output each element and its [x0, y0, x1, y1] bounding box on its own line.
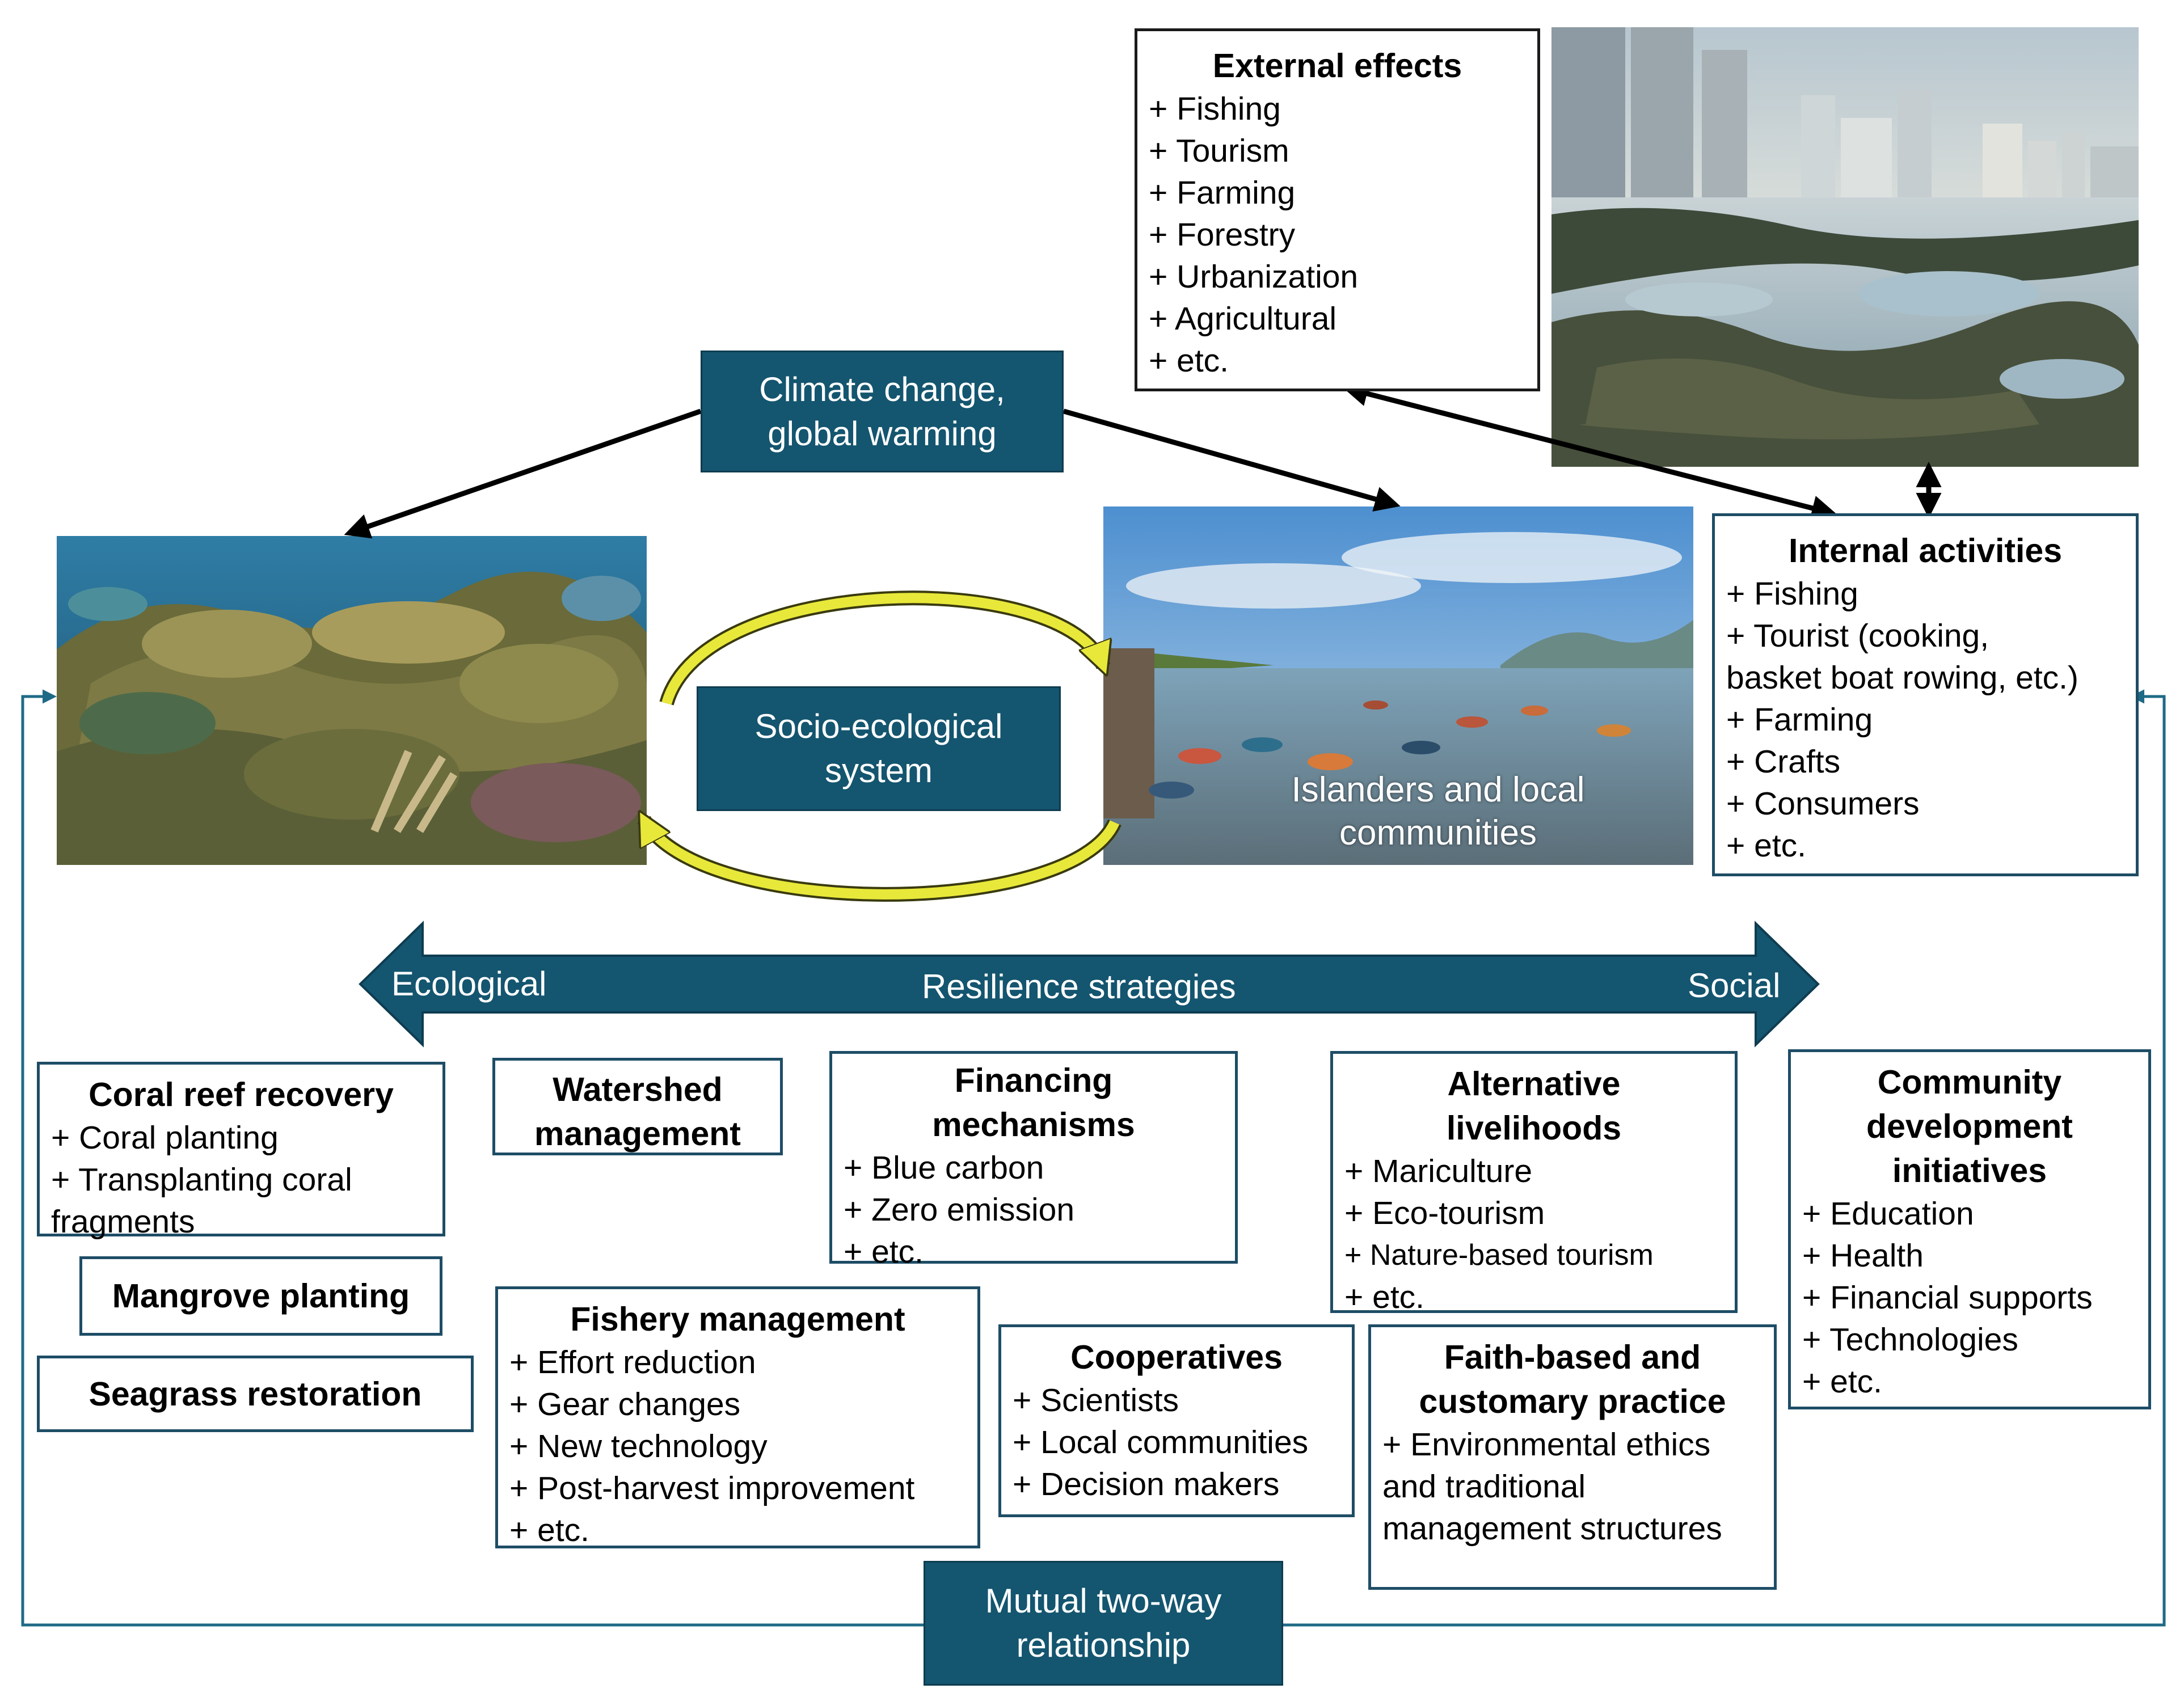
community-dev-item: + Education — [1802, 1196, 1974, 1232]
financing-mechanisms-box: Financing mechanisms + Blue carbon + Zer… — [829, 1051, 1238, 1270]
ecological-label: Ecological — [391, 965, 547, 1003]
community-dev-line-1: Community — [1877, 1063, 2062, 1101]
financing-item: + Blue carbon — [844, 1150, 1044, 1186]
mangrove-planting-box: Mangrove planting — [79, 1256, 442, 1336]
financing-line-2: mechanisms — [932, 1106, 1135, 1143]
livelihoods-item: + Mariculture — [1344, 1153, 1533, 1189]
coral-item: + Transplanting coral — [51, 1162, 352, 1198]
cooperatives-item: + Scientists — [1013, 1382, 1179, 1419]
external-item: + Urbanization — [1149, 259, 1359, 295]
external-item: + Fishing — [1149, 91, 1281, 127]
climate-change-box: Climate change, global warming — [701, 351, 1064, 472]
community-dev-item: + etc. — [1802, 1363, 1882, 1400]
livelihoods-line-1: Alternative — [1447, 1065, 1621, 1103]
external-item: + Agricultural — [1149, 301, 1337, 337]
cooperatives-box: Cooperatives + Scientists + Local commun… — [998, 1324, 1355, 1517]
mutual-loop-left — [21, 689, 924, 1627]
mutual-relationship-box: Mutual two-way relationship — [924, 1561, 1283, 1686]
climate-to-coral-arrow — [344, 408, 702, 539]
external-item: + etc. — [1149, 343, 1229, 379]
community-dev-item: + Financial supports — [1802, 1280, 2093, 1316]
internal-item: + Crafts — [1726, 744, 1841, 780]
social-label: Social — [1688, 966, 1781, 1004]
coral-item: + Coral planting — [51, 1120, 279, 1156]
fishery-management-box: Fishery management + Effort reduction + … — [495, 1286, 980, 1548]
fishery-item: + Effort reduction — [509, 1344, 756, 1381]
watershed-line-1: Watershed — [553, 1071, 723, 1108]
mangrove-planting-title: Mangrove planting — [112, 1277, 410, 1315]
community-dev-item: + Technologies — [1802, 1322, 2018, 1358]
climate-to-community-arrow — [1063, 408, 1401, 512]
watershed-line-2: management — [534, 1115, 741, 1153]
coral-item: fragments — [51, 1204, 195, 1240]
mutual-line-2: relationship — [1016, 1626, 1191, 1664]
resilience-strategies-label: Resilience strategies — [922, 968, 1236, 1006]
coral-reef-recovery-title: Coral reef recovery — [88, 1076, 394, 1113]
financing-item: + Zero emission — [844, 1192, 1075, 1228]
livelihoods-line-2: livelihoods — [1446, 1109, 1622, 1147]
livelihoods-item: + Nature-based tourism — [1344, 1239, 1654, 1272]
livelihoods-item: + Eco-tourism — [1344, 1195, 1545, 1231]
cooperatives-item: + Decision makers — [1013, 1466, 1280, 1502]
faith-line-2: customary practice — [1419, 1383, 1726, 1420]
internal-item: + Fishing — [1726, 576, 1858, 612]
seagrass-restoration-title: Seagrass restoration — [88, 1375, 422, 1413]
community-dev-line-2: development — [1866, 1108, 2073, 1145]
faith-item: + Environmental ethics — [1382, 1426, 1711, 1463]
community-boats-photo — [1103, 506, 1693, 865]
cooperatives-title: Cooperatives — [1070, 1339, 1283, 1376]
cycle-bottom-arrow — [637, 816, 1121, 902]
external-item: + Farming — [1149, 175, 1296, 211]
external-effects-title: External effects — [1212, 47, 1462, 85]
internal-item: + Farming — [1726, 702, 1873, 738]
external-internal-arrow — [1342, 381, 1837, 521]
faith-line-1: Faith-based and — [1444, 1339, 1701, 1376]
internal-activities-title: Internal activities — [1788, 532, 2063, 569]
community-dev-line-3: initiatives — [1892, 1152, 2047, 1189]
alternative-livelihoods-box: Alternative livelihoods + Mariculture + … — [1330, 1051, 1738, 1315]
community-dev-item: + Health — [1802, 1238, 1924, 1274]
fishery-item: + Post-harvest improvement — [509, 1470, 915, 1506]
internal-item: + etc. — [1726, 828, 1806, 864]
seagrass-restoration-box: Seagrass restoration — [37, 1356, 474, 1432]
fishery-item: + New technology — [509, 1428, 768, 1464]
mutual-line-1: Mutual two-way — [985, 1582, 1222, 1620]
internal-item: + Tourist (cooking, — [1726, 618, 1989, 654]
external-item: + Forestry — [1149, 217, 1296, 253]
watershed-management-box: Watershed management — [492, 1058, 783, 1155]
climate-line-1: Climate change, — [759, 370, 1005, 408]
resilience-double-arrow — [359, 921, 1820, 1048]
livelihoods-item: + etc. — [1344, 1279, 1424, 1315]
ses-line-2: system — [824, 752, 933, 790]
mutual-loop-right — [1283, 689, 2166, 1627]
ses-line-1: Socio-ecological — [754, 707, 1003, 745]
community-photo-caption: Islanders and local communities — [1222, 769, 1654, 855]
fishery-item: + etc. — [509, 1512, 589, 1548]
caption-line-2: communities — [1339, 813, 1537, 852]
fishery-item: + Gear changes — [509, 1386, 741, 1422]
internal-item: + Consumers — [1726, 786, 1920, 822]
climate-line-2: global warming — [768, 414, 997, 453]
cooperatives-item: + Local communities — [1013, 1424, 1309, 1460]
internal-item: basket boat rowing, etc.) — [1726, 660, 2078, 696]
financing-item: + etc. — [844, 1234, 924, 1270]
faith-based-box: Faith-based and customary practice + Env… — [1368, 1324, 1777, 1590]
fishery-management-title: Fishery management — [570, 1301, 905, 1338]
financing-line-1: Financing — [954, 1062, 1113, 1099]
coral-reef-photo — [57, 536, 647, 865]
coral-reef-recovery-box: Coral reef recovery + Coral planting + T… — [37, 1062, 445, 1240]
external-effects-box: External effects + Fishing + Tourism + F… — [1135, 28, 1540, 391]
external-item: + Tourism — [1149, 133, 1289, 169]
caption-line-1: Islanders and local — [1291, 770, 1585, 809]
faith-item: and traditional — [1382, 1468, 1586, 1505]
faith-item: management structures — [1382, 1510, 1722, 1547]
socio-ecological-system-box: Socio-ecological system — [697, 686, 1061, 811]
community-development-box: Community development initiatives + Educ… — [1788, 1049, 2151, 1409]
internal-activities-box: Internal activities + Fishing + Tourist … — [1712, 513, 2139, 876]
